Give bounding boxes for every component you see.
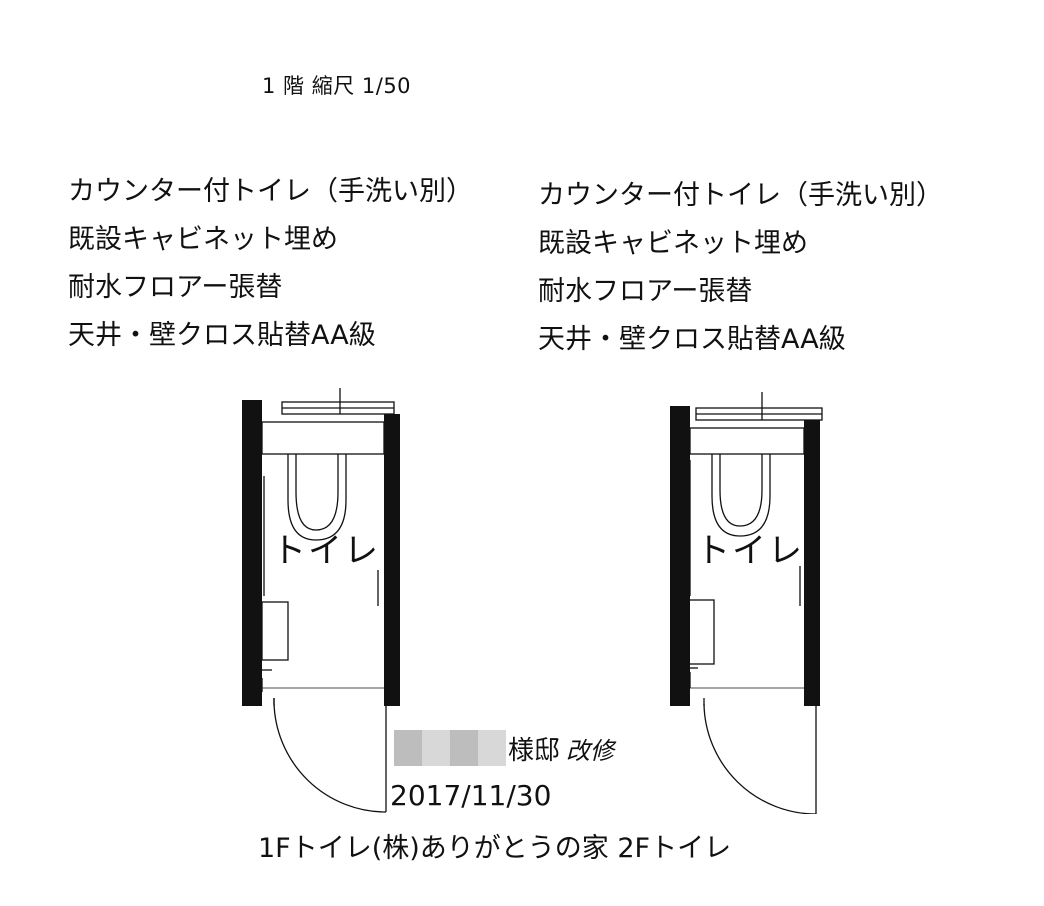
wall-right (384, 414, 400, 706)
floor-plan-1f: トイレ (242, 388, 400, 813)
spec-item: カウンター付トイレ（手洗い別） (68, 176, 473, 207)
spec-item: 耐水フロアー張替 (538, 276, 753, 307)
redacted-name (394, 730, 506, 766)
wall-left (670, 406, 690, 706)
wall-right (804, 420, 820, 706)
counter (689, 427, 805, 455)
spec-list-2f: カウンター付トイレ（手洗い別） 既設キャビネット埋め 耐水フロアー張替 天井・壁… (538, 172, 943, 364)
spec-item: カウンター付トイレ（手洗い別） (538, 180, 943, 211)
spec-item: 天井・壁クロス貼替AA級 (538, 324, 846, 355)
spec-item: 既設キャビネット埋め (538, 228, 808, 259)
owner-line: 様邸改修 (508, 730, 614, 767)
spec-list-1f: カウンター付トイレ（手洗い別） 既設キャビネット埋め 耐水フロアー張替 天井・壁… (68, 168, 473, 360)
door-swing (273, 698, 387, 813)
spec-item: 耐水フロアー張替 (68, 272, 283, 303)
spec-item: 天井・壁クロス貼替AA級 (68, 320, 376, 351)
toilet-bowl (711, 454, 771, 537)
scale-title: 1 階 縮尺 1/50 (262, 74, 412, 98)
cabinet (687, 599, 715, 665)
handwritten-note: 改修 (566, 737, 615, 765)
room-label-2f: トイレ (696, 531, 804, 571)
room-label-1f: トイレ (272, 531, 380, 571)
caption: 1Fトイレ(株)ありがとうの家 2Fトイレ (258, 833, 732, 864)
floor-plan-2f: トイレ (670, 392, 823, 814)
date: 2017/11/30 (390, 779, 552, 812)
wall-left (242, 400, 262, 706)
owner-suffix: 様邸 (508, 736, 561, 766)
toilet-bowl (287, 454, 347, 541)
door-swing (703, 703, 817, 814)
cabinet (261, 601, 289, 661)
counter (261, 421, 385, 455)
spec-item: 既設キャビネット埋め (68, 224, 338, 255)
